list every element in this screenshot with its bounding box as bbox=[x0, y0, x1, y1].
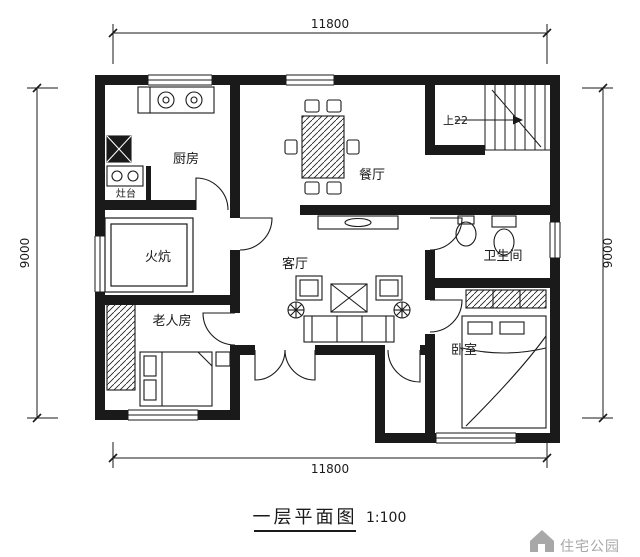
door-alcove bbox=[387, 349, 421, 383]
door-entry-right bbox=[284, 349, 316, 381]
watermark-text: 住宅公园 bbox=[560, 539, 620, 555]
window-kitchen bbox=[147, 74, 213, 86]
door-elder-room bbox=[202, 312, 236, 346]
dining-chair bbox=[346, 139, 360, 155]
pillow bbox=[499, 321, 525, 335]
bed bbox=[461, 315, 547, 429]
blanket-fold bbox=[461, 347, 547, 354]
sofa bbox=[303, 315, 395, 343]
room-label-elder: 老人房 bbox=[152, 313, 191, 329]
living-room-set bbox=[287, 215, 411, 343]
pillow bbox=[467, 321, 493, 335]
room-label-living: 客厅 bbox=[282, 256, 308, 272]
plant-icon bbox=[287, 301, 305, 319]
dimension-right: 9000 bbox=[601, 238, 615, 269]
stove-partition bbox=[146, 166, 151, 200]
room-label-bedroom: 卧室 bbox=[451, 342, 477, 358]
dimension-left: 9000 bbox=[18, 238, 32, 269]
wardrobe bbox=[106, 301, 136, 391]
tv-cabinet bbox=[317, 215, 399, 230]
kang-bed bbox=[104, 217, 194, 293]
pillow bbox=[143, 355, 157, 377]
dining-chair bbox=[326, 99, 342, 113]
house-logo-icon bbox=[530, 530, 554, 552]
door-kang-room bbox=[239, 217, 273, 251]
bedroom-set bbox=[461, 289, 547, 429]
dimension-lines bbox=[27, 24, 613, 468]
plan-title: 一层平面图 bbox=[253, 507, 358, 528]
room-label-kitchen: 厨房 bbox=[173, 151, 199, 167]
sink-icon bbox=[455, 215, 477, 247]
elder-room-set bbox=[106, 301, 231, 407]
toilet-icon bbox=[491, 215, 517, 256]
kitchen-fixtures bbox=[106, 86, 215, 200]
door-kitchen bbox=[195, 177, 229, 211]
armchair bbox=[375, 275, 403, 301]
plant-icon bbox=[393, 301, 411, 319]
room-label-kang: 火炕 bbox=[145, 250, 171, 265]
plan-scale: 1:100 bbox=[366, 510, 406, 526]
dining-chair bbox=[304, 99, 320, 113]
kitchen-counter bbox=[137, 86, 215, 114]
blanket-fold bbox=[465, 335, 547, 427]
door-entry-left bbox=[254, 349, 286, 381]
dining-table bbox=[301, 115, 345, 179]
door-bedroom bbox=[429, 299, 463, 333]
dining-set bbox=[284, 99, 360, 195]
dimension-top: 11800 bbox=[311, 17, 349, 31]
window-bathroom bbox=[549, 221, 561, 259]
coffee-table bbox=[330, 283, 368, 313]
window-kang bbox=[94, 235, 106, 293]
room-label-dining: 餐厅 bbox=[359, 167, 385, 183]
wardrobe bbox=[465, 289, 547, 309]
tv-icon bbox=[344, 217, 372, 228]
door-bathroom bbox=[429, 217, 463, 251]
bed bbox=[139, 351, 213, 407]
dimension-bottom: 11800 bbox=[311, 462, 349, 476]
doors bbox=[195, 177, 463, 383]
room-label-bathroom: 卫生间 bbox=[483, 249, 522, 264]
bathroom-fixtures bbox=[455, 215, 517, 256]
burner-icon bbox=[185, 91, 203, 109]
stairs bbox=[455, 85, 550, 151]
dining-chair bbox=[284, 139, 298, 155]
nightstand bbox=[215, 351, 231, 367]
title-block: 一层平面图 1:100 bbox=[253, 507, 406, 532]
pillow bbox=[143, 379, 157, 401]
window-elder-room bbox=[127, 409, 199, 421]
stair-arrowhead-icon bbox=[513, 115, 523, 125]
stove-platform bbox=[106, 165, 144, 187]
dining-chair bbox=[304, 181, 320, 195]
dining-chair bbox=[326, 181, 342, 195]
windows bbox=[94, 74, 561, 444]
window-dining bbox=[285, 74, 335, 86]
watermark: 住宅公园 bbox=[530, 530, 620, 555]
stairs-direction-label: 上22 bbox=[443, 114, 468, 127]
window-bedroom bbox=[435, 432, 517, 444]
burner-icon bbox=[157, 91, 175, 109]
armchair bbox=[295, 275, 323, 301]
room-label-stove: 灶台 bbox=[116, 187, 136, 200]
